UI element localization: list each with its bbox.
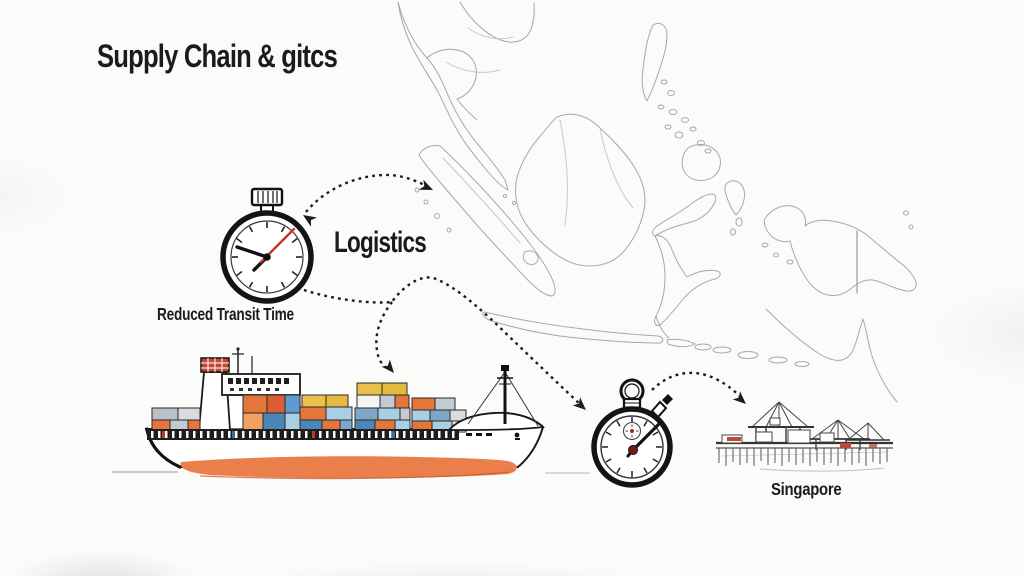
arrow-to-ship <box>375 301 394 373</box>
container-ship-icon <box>112 347 590 480</box>
port-cranes-icon <box>716 401 893 472</box>
ship-deck-strip <box>147 429 459 440</box>
arrow-timer-to-port <box>651 371 746 404</box>
arrow-stopwatch-to-timer <box>303 276 586 410</box>
reduced-transit-time-label: Reduced Transit Time <box>157 304 294 324</box>
dashed-arrows <box>303 173 746 410</box>
page-title: Supply Chain & gitcs <box>97 38 338 74</box>
ship-bow <box>448 365 545 440</box>
ship-containers <box>151 382 467 433</box>
transit-stopwatch-icon <box>220 187 314 304</box>
southeast-asia-map <box>397 1 917 403</box>
logistics-label: Logistics <box>334 226 427 259</box>
arrow-map-to-stopwatch <box>303 173 433 227</box>
timer-stopwatch-icon <box>591 378 673 488</box>
ship-superstructure <box>195 347 301 433</box>
singapore-label: Singapore <box>771 479 842 499</box>
